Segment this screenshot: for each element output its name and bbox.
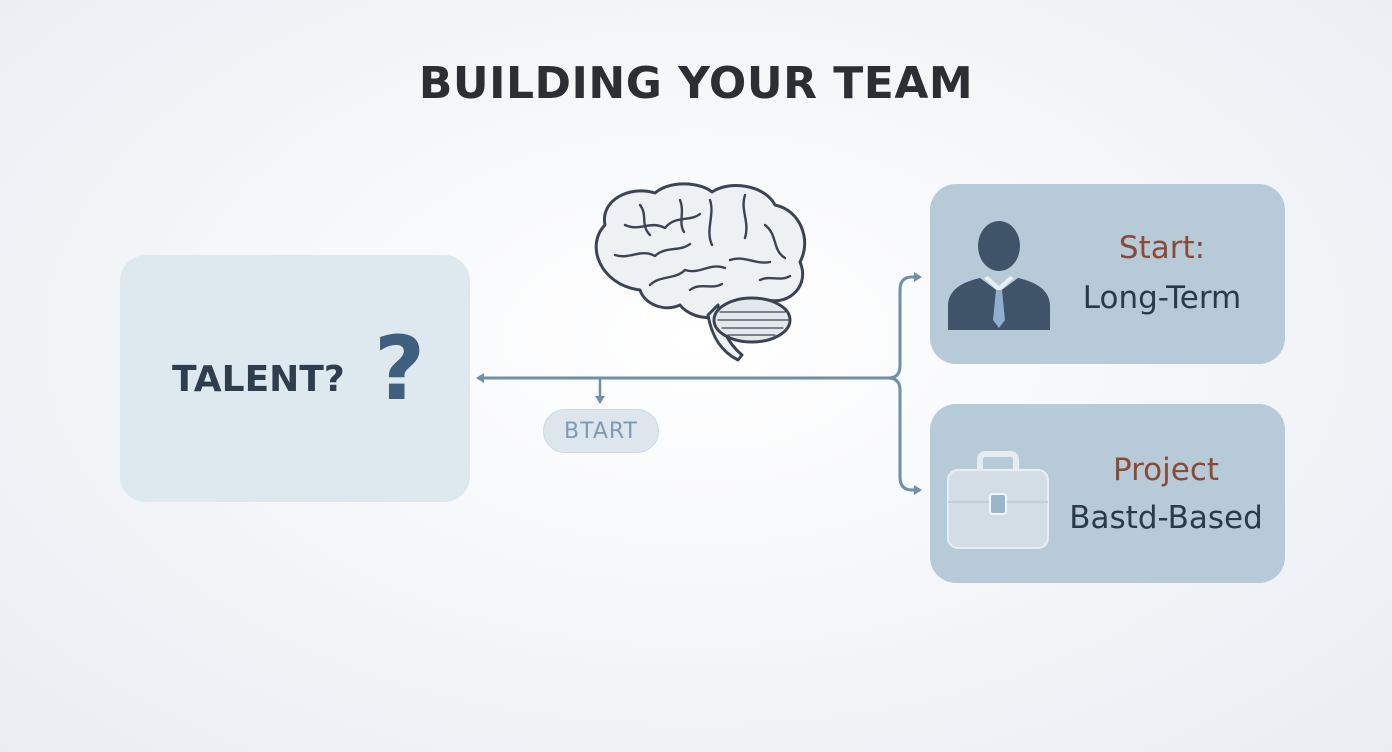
start-pill[interactable]: BTART [543, 409, 659, 453]
long-term-line1: Start: [1118, 230, 1206, 266]
long-term-line2: Long-Term [1082, 280, 1242, 316]
page-title: BUILDING YOUR TEAM [418, 58, 974, 109]
talent-label: TALENT? [172, 359, 345, 400]
question-mark-icon: ? [374, 317, 426, 420]
branch-down [887, 376, 922, 495]
briefcase-icon [947, 451, 1049, 549]
branch-up [887, 272, 922, 380]
brain-icon [594, 182, 807, 362]
person-in-suit-icon [948, 221, 1050, 330]
long-term-card[interactable]: Start: Long-Term [930, 184, 1285, 364]
project-based-line1: Project [1112, 452, 1220, 488]
project-based-card[interactable]: Project Bastd-Based [930, 404, 1285, 583]
project-based-line2: Bastd-Based [1069, 500, 1263, 536]
talent-card[interactable]: TALENT? ? [120, 255, 470, 502]
